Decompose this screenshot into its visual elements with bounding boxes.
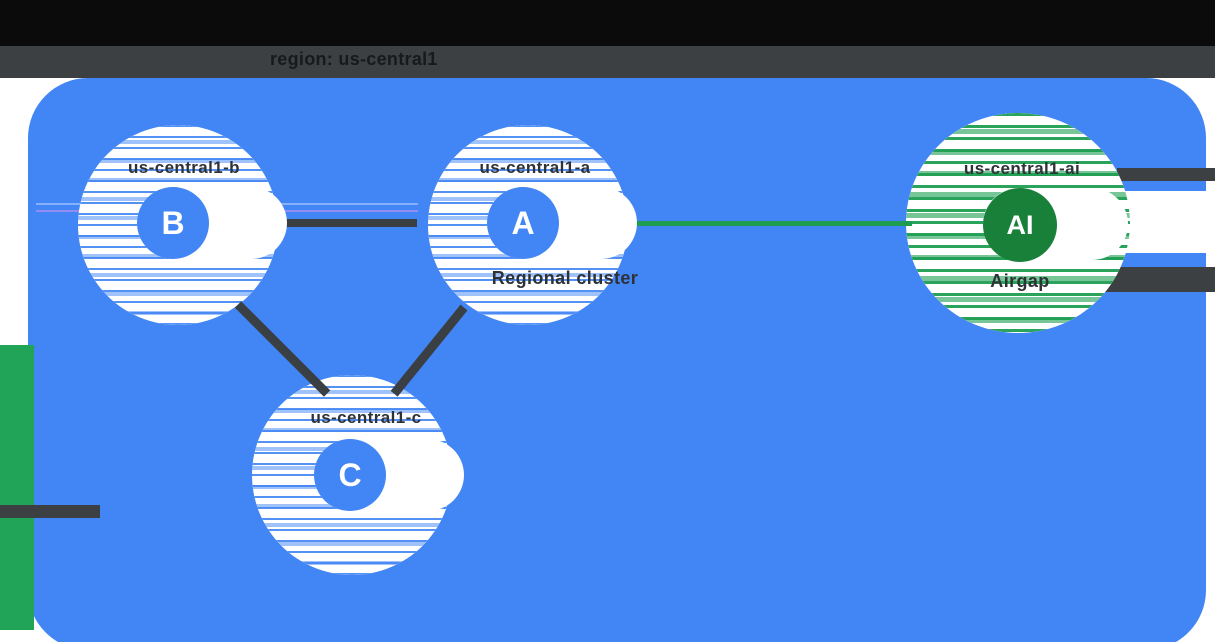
zone-b-letter: B: [161, 204, 185, 241]
region-title: region: us-central1: [270, 49, 438, 69]
zone-a-label: us-central1-a: [479, 158, 591, 177]
glitch-bar-white-right: [1125, 191, 1215, 253]
header-bar: [0, 46, 1215, 78]
window-top-bar: [0, 0, 1215, 46]
zone-b-label: us-central1-b: [128, 158, 240, 177]
zone-b-icon: B: [137, 187, 209, 259]
connector-a-ai: [636, 221, 912, 226]
glitch-bar-gray-right-1: [1117, 168, 1215, 181]
zone-a-icon: A: [487, 187, 559, 259]
glitch-bar-gray-left: [0, 505, 100, 518]
zone-c-letter: C: [338, 456, 362, 493]
zone-c-label: us-central1-c: [310, 408, 422, 427]
glitch-bar-green: [0, 345, 34, 630]
connector-b-a: [283, 219, 417, 227]
ai-zone-label: us-central1-ai: [963, 159, 1081, 178]
zone-c-icon: C: [314, 439, 386, 511]
zone-a-letter: A: [511, 204, 535, 241]
ai-zone-sublabel: Airgap: [990, 271, 1050, 291]
regional-cluster-label: Regional cluster: [491, 268, 639, 288]
ai-zone-icon: AI: [983, 188, 1057, 262]
ai-zone-letter: AI: [1006, 209, 1034, 240]
